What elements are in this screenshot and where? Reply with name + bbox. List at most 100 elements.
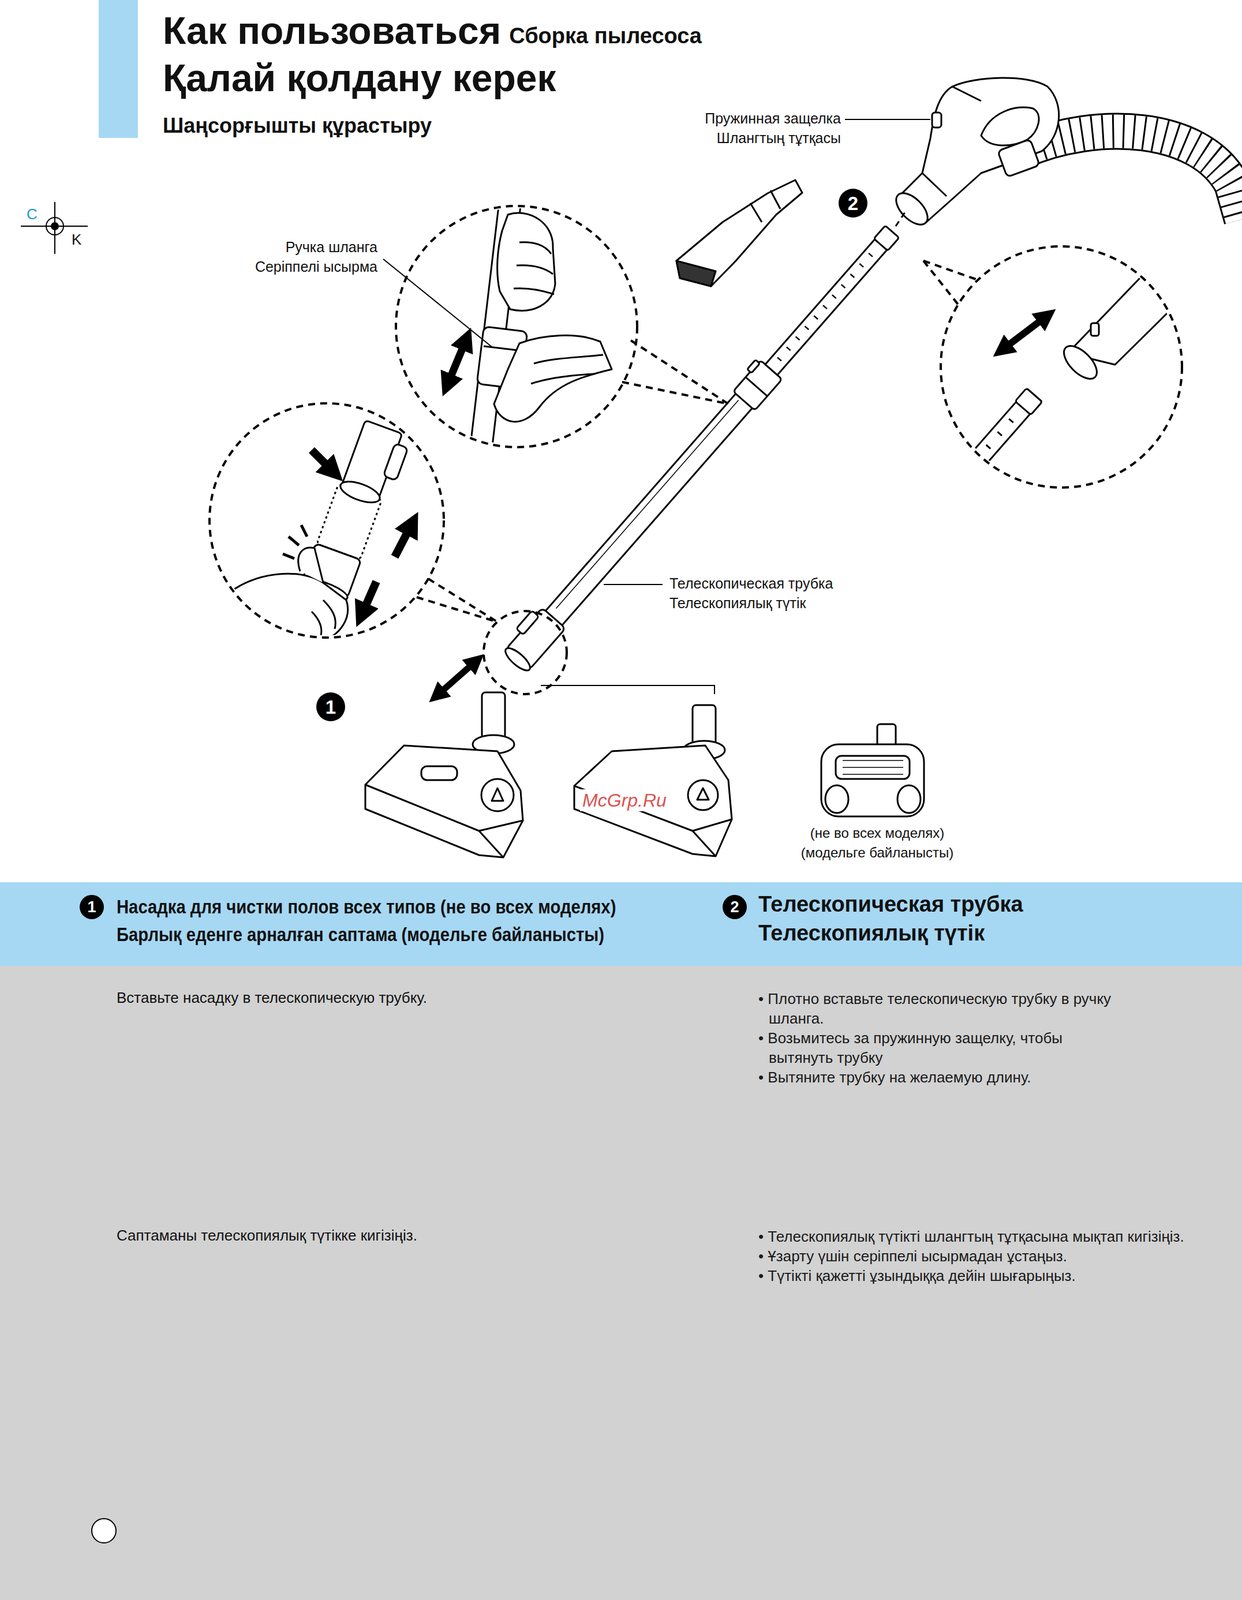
- floor-nozzle: [481, 692, 505, 739]
- bullet-list: • Плотно вставьте телескопическую трубку…: [758, 989, 1128, 1088]
- turbo-nozzle: [842, 773, 904, 776]
- bullet-list: • Телескопиялық түтікті шлангтың тұтқасы…: [758, 1226, 1186, 1286]
- telescopic-tube: [515, 610, 540, 635]
- section-heading: Насадка для чистки полов всех типов (не …: [116, 895, 616, 919]
- leader-line: [844, 118, 931, 121]
- bracket-line: [540, 685, 715, 695]
- callout-badge: 1: [79, 895, 104, 920]
- part-label: (не во всех моделях): [810, 825, 945, 843]
- hose-handle: [997, 139, 1041, 178]
- detail-circle: [923, 246, 1182, 488]
- hose: [1021, 131, 1242, 220]
- telescopic-tube: [777, 253, 873, 362]
- hose: [1021, 131, 1242, 220]
- socket-in-hand: [230, 419, 413, 641]
- hose-handle: [922, 173, 947, 197]
- detail-circle: [428, 578, 498, 623]
- hose-handle: [952, 86, 982, 101]
- double-arrow: [449, 343, 465, 381]
- double-arrow: [1005, 318, 1044, 348]
- turbo-nozzle: [835, 756, 910, 780]
- floor-nozzle: [687, 780, 718, 811]
- floor-nozzle: [421, 766, 458, 781]
- part-label: Шлангтың тұтқасы: [716, 129, 841, 147]
- socket-in-hand: [298, 547, 324, 583]
- callout-badge: 2: [838, 188, 868, 218]
- telescopic-tube: [850, 274, 855, 278]
- detail-circle: [395, 206, 729, 448]
- telescopic-tube: [795, 336, 800, 340]
- instruction-text: Вставьте насадку в телескопическую трубк…: [116, 989, 637, 1008]
- floor-nozzle: [692, 819, 732, 832]
- hose-handle: [932, 112, 942, 128]
- telescopic-tube: [873, 225, 900, 252]
- part-label: Қалай қолдану керек: [162, 55, 556, 101]
- detail-circle: [483, 611, 567, 695]
- floor-nozzle: [491, 788, 504, 802]
- tube-in-hands: [494, 335, 612, 422]
- section-heading: Барлық еденге арналған саптама (модельге…: [116, 922, 605, 947]
- callout-number: 1: [87, 899, 96, 916]
- section-heading: Телескопиялық түтік: [758, 920, 985, 948]
- bracket-line: [540, 685, 715, 695]
- part-label: (модельге байланысты): [801, 844, 955, 862]
- part-label: Шаңсорғышты құрастыру: [162, 113, 432, 138]
- part-label: Сборка пылесоса: [509, 23, 702, 50]
- telescopic-tube: [786, 346, 791, 351]
- telescopic-tube: [822, 305, 828, 309]
- handle-tube-join: [1067, 262, 1181, 365]
- push-arrow: [311, 450, 410, 611]
- registration-mark: [46, 217, 64, 235]
- handle-tube-join: [963, 470, 968, 475]
- bullet-item: • Түтікті қажетті ұзындыққа дейін шығары…: [758, 1266, 1186, 1286]
- callout-number: 2: [847, 193, 859, 213]
- page-title: Как пользоваться: [162, 8, 501, 54]
- click-mark: [282, 554, 295, 559]
- handle-tube-join: [1171, 248, 1195, 301]
- socket-in-hand: [311, 600, 336, 638]
- part-label: Телескопическая трубка: [669, 574, 833, 593]
- accessory-tool: [750, 203, 762, 223]
- dashed-guide: [895, 212, 905, 227]
- push-arrow: [311, 450, 331, 469]
- bullet-item: • Телескопиялық түтікті шлангтың тұтқасы…: [758, 1226, 1186, 1247]
- part-label: Пружинная защелка: [704, 109, 841, 127]
- telescopic-tube: [745, 377, 768, 397]
- accessory-tool: [676, 180, 803, 287]
- callout-number: 1: [325, 697, 336, 717]
- floor-nozzle: [365, 745, 523, 858]
- detail-circle: [923, 260, 960, 306]
- telescopic-tube: [859, 263, 864, 268]
- handle-tube-join: [997, 431, 1002, 436]
- side-color-bar: [98, 0, 138, 138]
- hose-handle: [890, 187, 934, 231]
- handle-tube-join: [1058, 340, 1103, 385]
- double-arrow: [449, 343, 465, 381]
- turbo-nozzle: [842, 767, 904, 769]
- hose: [1021, 131, 1242, 220]
- leader-line: [844, 118, 931, 121]
- double-arrow: [1005, 318, 1044, 348]
- bullet-item: • Плотно вставьте телескопическую трубку…: [758, 989, 1128, 1029]
- handle-tube-join: [943, 248, 1195, 498]
- floor-nozzle: [574, 745, 732, 857]
- handle-tube-join: [974, 458, 980, 463]
- accessory-tool: [770, 190, 781, 209]
- handle-tube-join: [1015, 388, 1043, 415]
- socket-in-hand: [383, 443, 409, 481]
- double-arrow: [439, 663, 474, 694]
- callout-badge: 1: [316, 692, 346, 722]
- handle-tube-join: [1090, 323, 1099, 336]
- click-mark: [282, 525, 308, 559]
- bullet-item: • Ұзарту үшін серіппелі ысырмадан ұстаңы…: [758, 1246, 1186, 1267]
- socket-in-hand: [337, 477, 383, 507]
- telescopic-tube: [502, 644, 534, 675]
- detail-circle: [416, 597, 498, 623]
- hose-handle: [900, 77, 1060, 223]
- part-label: Телескопиялық түтік: [669, 594, 806, 612]
- leader-line: [383, 259, 492, 347]
- registration-mark: [20, 201, 88, 254]
- telescopic-tube: [804, 326, 809, 330]
- floor-nozzle: [697, 788, 709, 800]
